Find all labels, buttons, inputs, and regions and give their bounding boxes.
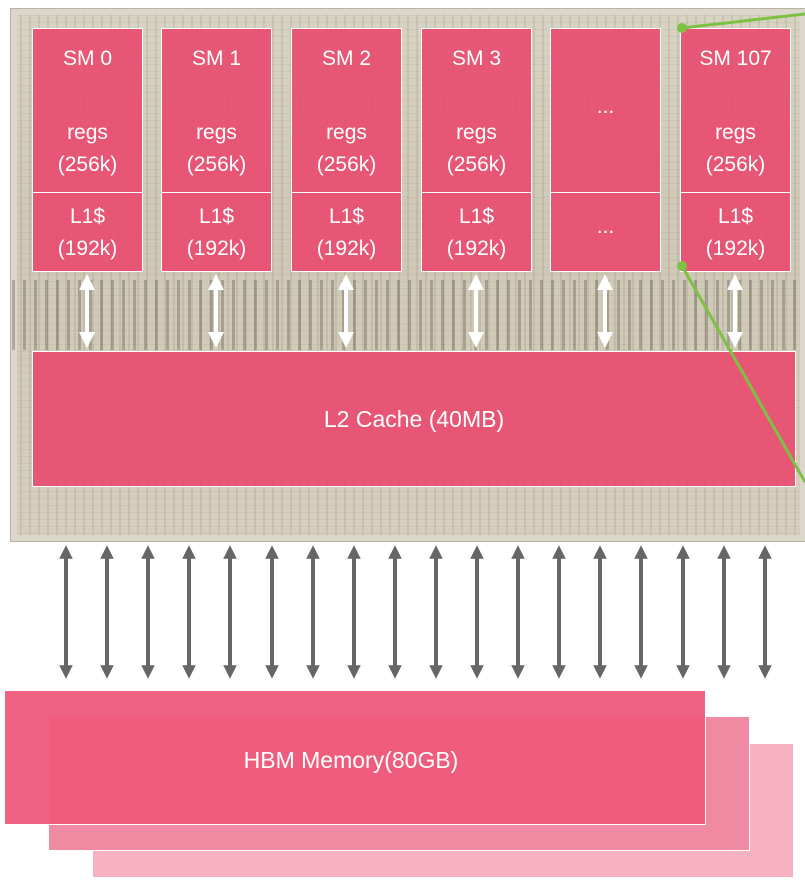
sm-divider	[422, 192, 531, 193]
sm-divider	[681, 192, 790, 193]
hbm-memory-label: HBM Memory(80GB)	[243, 746, 459, 773]
regs-size: (256k)	[705, 153, 766, 176]
sm-regs: regs (256k)	[681, 117, 790, 181]
regs-size: (256k)	[316, 153, 377, 176]
sm-block-1: SM 1 regs (256k) L1$ (192k)	[161, 28, 272, 272]
sm-regs: regs (256k)	[292, 117, 401, 181]
sm-title: SM 3	[451, 47, 501, 70]
regs-label: regs	[456, 121, 497, 144]
sm-divider	[551, 192, 660, 193]
sm-l1: L1$ (192k)	[162, 201, 271, 265]
sm-l1: L1$ (192k)	[292, 201, 401, 265]
sm-divider	[292, 192, 401, 193]
sm-title: SM 0	[62, 47, 112, 70]
l2-cache-block: L2 Cache (40MB)	[32, 351, 796, 487]
l1-label: L1$	[458, 205, 495, 228]
regs-label: regs	[67, 121, 108, 144]
sm-l1: L1$ (192k)	[33, 201, 142, 265]
sm-regs: regs (256k)	[33, 117, 142, 181]
l1-size: (192k)	[446, 237, 507, 260]
regs-label: regs	[715, 121, 756, 144]
sm-regs: regs (256k)	[162, 117, 271, 181]
sm-block-3: SM 3 regs (256k) L1$ (192k)	[421, 28, 532, 272]
l1-label: L1$	[717, 205, 754, 228]
sm-l1: L1$ (192k)	[422, 201, 531, 265]
sm-block-0: SM 0 regs (256k) L1$ (192k)	[32, 28, 143, 272]
l1-size: (192k)	[57, 237, 118, 260]
ellipsis-bottom: ...	[596, 215, 615, 238]
sm-title: SM 1	[191, 47, 241, 70]
l1-label: L1$	[69, 205, 106, 228]
regs-size: (256k)	[57, 153, 118, 176]
l1-size: (192k)	[316, 237, 377, 260]
l1-size: (192k)	[186, 237, 247, 260]
l1-size: (192k)	[705, 237, 766, 260]
sm-divider	[33, 192, 142, 193]
sm-l1: L1$ (192k)	[681, 201, 790, 265]
hbm-stack-front	[4, 690, 706, 825]
l2-cache-label: L2 Cache (40MB)	[323, 405, 505, 432]
sm-block-ellipsis: ... ...	[550, 28, 661, 272]
regs-label: regs	[326, 121, 367, 144]
sm-title: SM 2	[321, 47, 371, 70]
sm-block-2: SM 2 regs (256k) L1$ (192k)	[291, 28, 402, 272]
sm-regs: regs (256k)	[422, 117, 531, 181]
l1-label: L1$	[328, 205, 365, 228]
ellipsis-top: ...	[596, 95, 615, 118]
sm-block-107: SM 107 regs (256k) L1$ (192k)	[680, 28, 791, 272]
l1-label: L1$	[198, 205, 235, 228]
die-texture-strip	[12, 280, 804, 350]
regs-size: (256k)	[446, 153, 507, 176]
sm-title: SM 107	[699, 47, 772, 70]
sm-divider	[162, 192, 271, 193]
regs-size: (256k)	[186, 153, 247, 176]
regs-label: regs	[196, 121, 237, 144]
